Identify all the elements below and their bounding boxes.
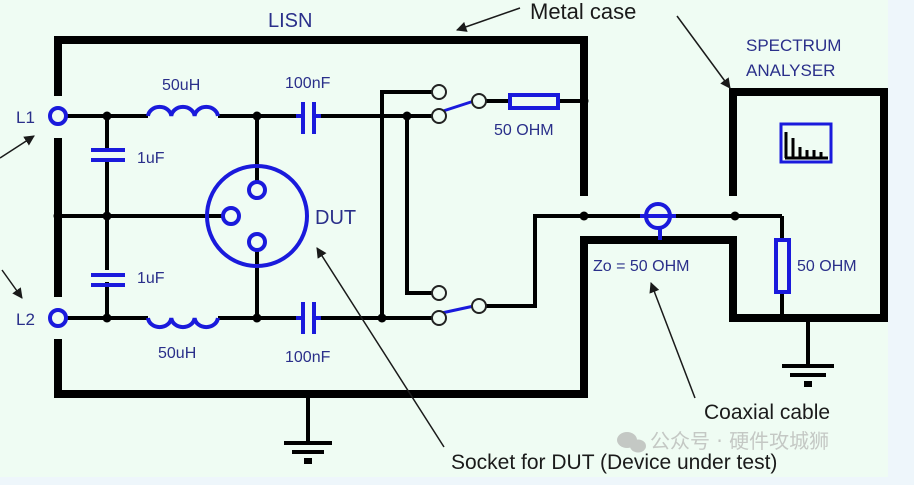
lisn-ground-icon [284, 394, 332, 464]
junction-dot [102, 211, 112, 221]
cap-bottom-series-icon [296, 302, 321, 334]
label-socket-for-dut: Socket for DUT (Device under test) [451, 451, 777, 474]
switch-contact [431, 84, 447, 100]
dut-socket-icon [205, 164, 309, 268]
label-coaxial-cable: Coaxial cable [704, 401, 830, 424]
switch-bottom [431, 285, 487, 326]
label-analyser: ANALYSER [746, 61, 835, 80]
label-cap-top-series: 100nF [285, 75, 331, 92]
inductor-top-icon [146, 104, 220, 117]
arrow-coax-icon [649, 282, 696, 399]
label-resistor-analyser: 50 OHM [797, 258, 857, 275]
junction-dots [53, 96, 740, 323]
switch-contact [431, 285, 447, 301]
cap-bottom-shunt-icon [91, 273, 125, 287]
junction-dot [252, 313, 262, 323]
label-l2: L2 [16, 310, 35, 329]
switch-contact [471, 93, 487, 109]
switch-contact [431, 310, 447, 326]
junction-dot [377, 313, 387, 323]
lisn-case-top [54, 36, 588, 196]
lisn-case-bottom [54, 236, 588, 398]
arrow-l2-icon [1, 269, 23, 299]
wechat-icon [617, 432, 646, 453]
annotation-arrows [0, 7, 731, 448]
junction-dot [579, 96, 589, 106]
arrow-metal-case-lisn-icon [456, 7, 521, 32]
coax-shield-and-analyser-case [580, 88, 888, 322]
resistor-analyser-icon [774, 238, 791, 294]
switch-contact [431, 108, 447, 124]
label-cap-bottom-shunt: 1uF [137, 270, 165, 287]
label-metal-case: Metal case [530, 0, 636, 24]
coax-cable-icon [640, 202, 676, 230]
junction-dot [402, 111, 412, 121]
analyser-ground-icon [782, 364, 834, 387]
label-coax-impedance: Zo = 50 OHM [593, 258, 689, 275]
junction-dot [252, 111, 262, 121]
spectrum-screen-icon [779, 122, 833, 164]
arrow-socket-icon [316, 247, 445, 448]
switch-top [431, 84, 487, 124]
cap-top-shunt-icon [91, 148, 125, 162]
arrow-l1-icon [0, 135, 35, 159]
label-lisn: LISN [268, 10, 312, 32]
junction-dot [579, 211, 589, 221]
label-inductor-top: 50uH [162, 77, 200, 94]
l2-terminal-icon [48, 308, 68, 328]
l1-terminal-icon [48, 106, 68, 126]
components [48, 93, 791, 334]
junction-dot [102, 313, 112, 323]
arrow-metal-case-analyser-icon [676, 15, 731, 89]
cap-top-series-icon [296, 102, 321, 134]
label-l1: L1 [16, 108, 35, 127]
junction-dot [53, 211, 63, 221]
label-resistor-lisn: 50 OHM [494, 122, 554, 139]
inductor-bottom-icon [146, 317, 220, 330]
switch-contact [471, 298, 487, 314]
label-spectrum: SPECTRUM [746, 36, 841, 55]
junction-dot [730, 211, 740, 221]
label-cap-top-shunt: 1uF [137, 150, 165, 167]
label-inductor-bottom: 50uH [158, 345, 196, 362]
label-dut: DUT [315, 207, 356, 229]
junction-dot [102, 111, 112, 121]
watermark-text: 公众号 · 硬件攻城狮 [650, 429, 829, 453]
label-cap-bottom-series: 100nF [285, 349, 331, 366]
resistor-lisn-icon [508, 93, 560, 110]
analyser-metal-case [580, 88, 888, 322]
